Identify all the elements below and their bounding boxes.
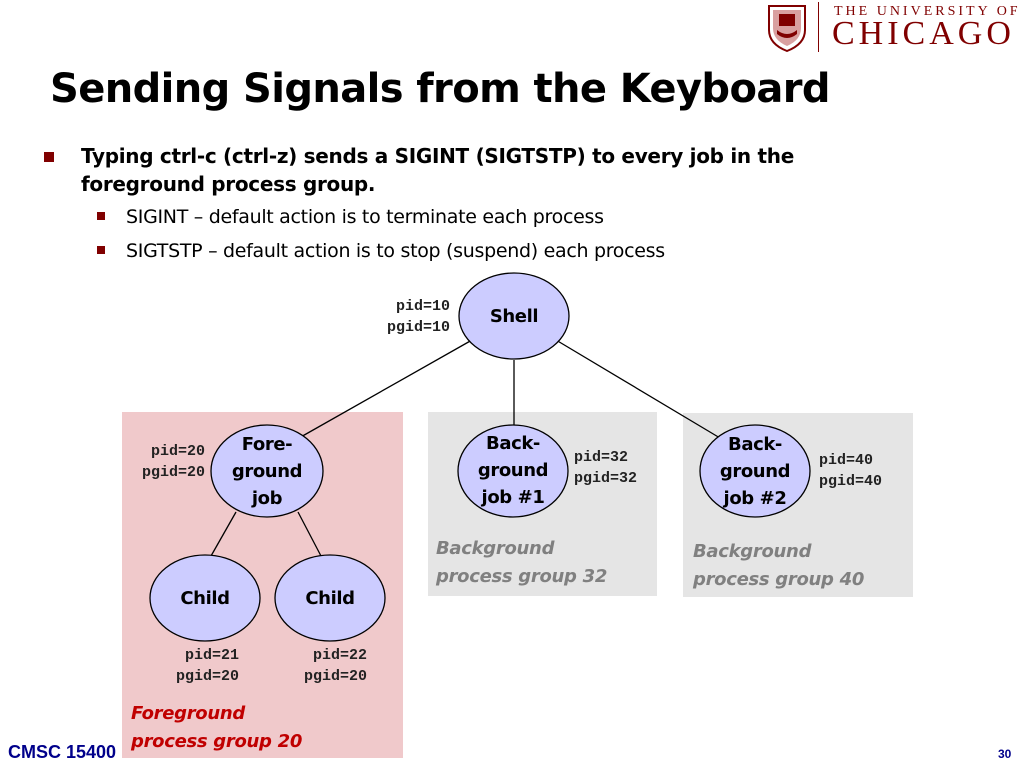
- university-name-line1: THE UNIVERSITY OF: [834, 4, 1021, 19]
- edge-foreground-child2: [297, 511, 322, 557]
- child2-ids: pid=22 pgid=20: [268, 645, 367, 687]
- background-job2-node: [699, 424, 811, 518]
- background-job2-pgid: pgid=40: [819, 473, 883, 490]
- shell-node-label: Shell: [489, 306, 539, 327]
- child1-pgid: pgid=20: [175, 668, 239, 685]
- bullet-square-icon: [44, 152, 54, 162]
- background-job2-pid: pid=40: [819, 452, 874, 469]
- university-name-line2: CHICAGO: [832, 15, 1015, 52]
- child2-node-label: Child: [305, 588, 355, 609]
- background-job1-pgid: pgid=32: [574, 470, 638, 487]
- child2-pid: pid=22: [312, 647, 367, 664]
- background-job1-node: [457, 424, 569, 518]
- sub-bullet-sigint: SIGINT – default action is to terminate …: [126, 206, 604, 228]
- child1-ids: pid=21 pgid=20: [140, 645, 239, 687]
- background-job2-node-label: Back- ground job #2: [719, 434, 791, 509]
- shell-pid: pid=10: [395, 298, 450, 315]
- slide-title: Sending Signals from the Keyboard: [50, 66, 830, 112]
- foreground-job-node: [210, 424, 324, 518]
- sub-bullet-sigtstp: SIGTSTP – default action is to stop (sus…: [126, 240, 665, 262]
- background-job2-ids: pid=40 pgid=40: [819, 450, 882, 492]
- sub-bullet-square-icon: [97, 246, 105, 254]
- shell-pgid: pgid=10: [386, 319, 450, 336]
- course-code: CMSC 15400: [8, 742, 117, 762]
- edge-shell-foreground: [298, 339, 473, 439]
- background-job1-pid: pid=32: [574, 449, 629, 466]
- child1-pid: pid=21: [184, 647, 239, 664]
- university-seal-logo: [767, 4, 807, 53]
- foreground-job-node-label: Fore- ground job: [231, 434, 303, 509]
- shell-ids: pid=10 pgid=10: [350, 296, 450, 338]
- foreground-job-pgid: pgid=20: [141, 464, 205, 481]
- foreground-job-ids: pid=20 pgid=20: [110, 441, 205, 483]
- child2-pgid: pgid=20: [303, 668, 367, 685]
- edge-foreground-child1: [210, 511, 237, 557]
- background-process-group-40-label: Background process group 40: [693, 541, 865, 590]
- background-process-group-32-label: Background process group 32: [436, 538, 608, 587]
- sub-bullet-square-icon: [97, 212, 105, 220]
- shell-node: [458, 272, 570, 360]
- child1-node: [149, 554, 261, 642]
- child1-node-label: Child: [180, 588, 230, 609]
- page-number: 30: [998, 747, 1012, 761]
- background-job1-node-label: Back- ground job #1: [477, 433, 549, 508]
- foreground-job-pid: pid=20: [150, 443, 205, 460]
- logo-divider: [818, 2, 819, 52]
- background-job1-ids: pid=32 pgid=32: [574, 447, 637, 489]
- main-bullet-text: Typing ctrl-c (ctrl-z) sends a SIGINT (S…: [81, 144, 794, 196]
- child2-node: [274, 554, 386, 642]
- edge-shell-background2: [555, 339, 721, 439]
- foreground-process-group-label: Foreground process group 20: [131, 703, 303, 752]
